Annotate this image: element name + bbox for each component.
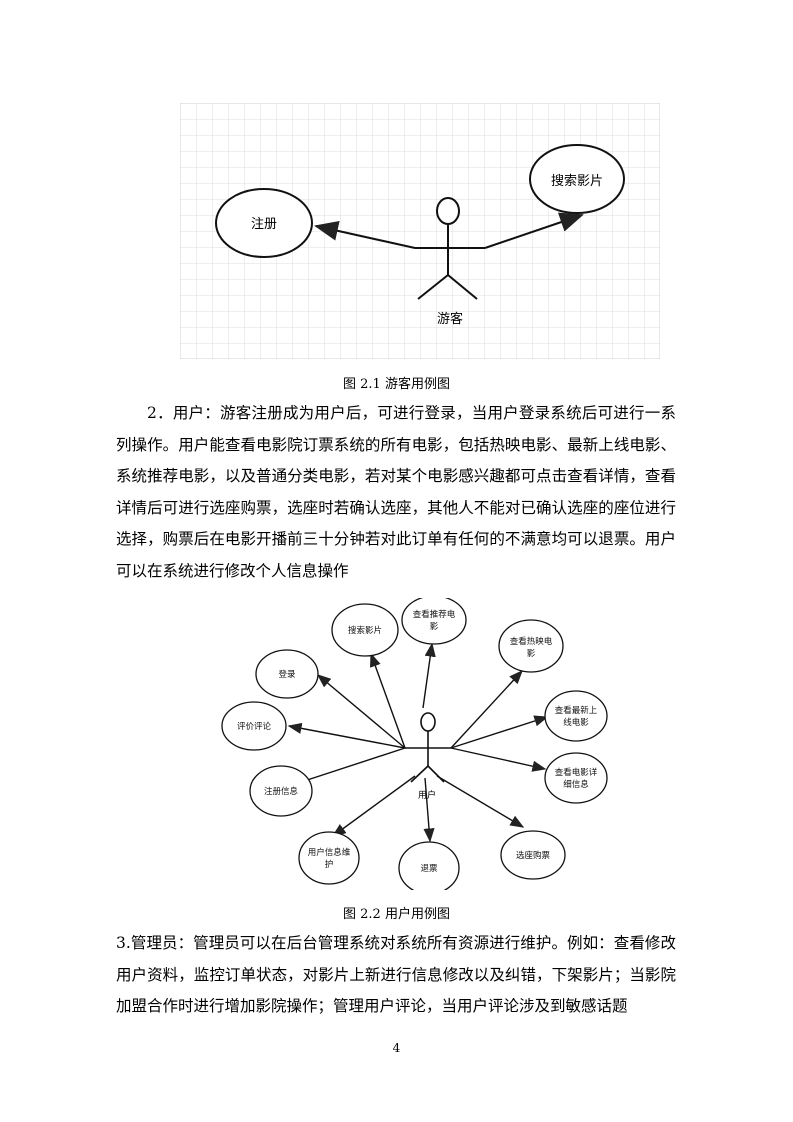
assoc-view-hot [450, 669, 523, 749]
assoc-refund [423, 777, 435, 843]
actor-visitor-label: 游客 [437, 311, 463, 327]
usecase-label: 注册信息 [264, 786, 299, 797]
usecase-register-2 [249, 765, 313, 817]
usecase-register-label: 注册 [251, 217, 277, 232]
figure-2-2-caption: 图 2.2 用户用例图 [343, 907, 450, 922]
usecase-label: 用户信息维 [308, 847, 351, 858]
usecase-label: 查看推荐电 [413, 609, 456, 620]
actor-user [405, 712, 451, 783]
usecase-review [221, 701, 287, 751]
association-search [484, 212, 584, 249]
usecase-label: 查看最新上 [555, 705, 598, 716]
paragraph-admin: 3.管理员：管理员可以在后台管理系统对系统所有资源进行维护。例如：查看修改用户资… [116, 934, 676, 1015]
usecase-label: 查看热映电 [510, 636, 553, 647]
assoc-view-detail [450, 747, 547, 772]
usecase-login [255, 649, 319, 699]
usecase-label: 退票 [420, 863, 438, 874]
assoc-view-recommended [422, 642, 436, 709]
usecase-label: 线电影 [563, 717, 589, 728]
page-number: 4 [392, 1041, 401, 1055]
usecase-view-latest [544, 690, 608, 742]
usecase-label: 搜索影片 [348, 625, 382, 636]
usecase-label: 影 [527, 648, 536, 659]
usecase-label: 选座购票 [516, 850, 551, 861]
assoc-search-film [370, 652, 406, 749]
actor-visitor [415, 197, 485, 300]
assoc-review [287, 722, 406, 749]
usecase-maintain-info [298, 831, 360, 885]
usecase-label: 影 [430, 621, 439, 632]
usecase-label: 细信息 [563, 779, 589, 790]
usecase-label: 评价评论 [237, 721, 272, 732]
usecase-search-film-label: 搜索影片 [551, 174, 603, 189]
usecase-view-recommended [401, 598, 467, 645]
usecase-label: 登录 [278, 669, 296, 680]
assoc-view-latest [450, 715, 549, 749]
association-register [314, 221, 416, 249]
figure-2-1-caption: 图 2.1 游客用例图 [343, 377, 450, 392]
assoc-maintain-info [331, 775, 416, 837]
usecase-view-detail [544, 752, 608, 804]
usecase-label: 护 [325, 859, 334, 870]
usecase-view-hot [498, 619, 564, 673]
actor-user-label: 用户 [418, 789, 436, 801]
assoc-register [293, 747, 406, 786]
figure-2-2-diagram: 用户 搜索影片 查看推荐电 影 查看热映电 影 登录 查看最新上 线电影 评价评… [221, 598, 608, 890]
usecase-label: 查看电影详 [555, 767, 598, 778]
usecase-search-film-2 [331, 603, 399, 657]
assoc-seat-purchase [436, 775, 525, 828]
usecase-seat-purchase [500, 830, 566, 880]
figure-2-1-diagram: 注册 搜索影片 游客 [180, 103, 660, 359]
paragraph-user: 2．用户：游客注册成为用户后，可进行登录，当用户登录系统后可进行一系列操作。用户… [116, 404, 676, 580]
usecase-register [215, 188, 313, 258]
usecase-refund [398, 841, 460, 890]
assoc-login [316, 674, 406, 749]
